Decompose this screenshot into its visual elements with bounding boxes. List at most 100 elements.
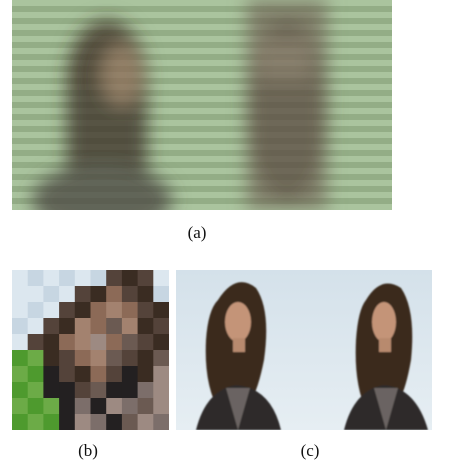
- mosaic-cell: [43, 270, 60, 287]
- mosaic-cell: [74, 366, 91, 383]
- mosaic-cell: [59, 302, 76, 319]
- mosaic-cell: [27, 302, 44, 319]
- mosaic-cell: [74, 398, 91, 415]
- mosaic-cell: [74, 334, 91, 351]
- mosaic-cell: [106, 270, 123, 287]
- mosaic-cell: [137, 286, 154, 303]
- mosaic-cell: [27, 270, 44, 287]
- mosaic-cell: [90, 302, 107, 319]
- mosaic-cell: [27, 414, 44, 430]
- mosaic-cell: [43, 366, 60, 383]
- mosaic-cell: [121, 286, 139, 303]
- mosaic-cell: [27, 286, 44, 303]
- mosaic-cell: [12, 302, 29, 319]
- mosaic-cell: [153, 286, 169, 303]
- mosaic-cell: [43, 398, 60, 415]
- image-panel-b: [12, 270, 169, 430]
- mosaic-cell: [121, 350, 139, 367]
- mosaic-cell: [12, 318, 29, 335]
- pixelated-image: [12, 270, 169, 430]
- mosaic-cell: [90, 286, 107, 303]
- mosaic-cell: [137, 366, 154, 383]
- mosaic-cell: [43, 318, 60, 335]
- mosaic-cell: [12, 286, 29, 303]
- mosaic-cell: [137, 382, 154, 399]
- mosaic-cell: [59, 382, 76, 399]
- mosaic-cell: [59, 286, 76, 303]
- mosaic-cell: [153, 382, 169, 399]
- mosaic-cell: [43, 414, 60, 430]
- mosaic-cell: [27, 350, 44, 367]
- mosaic-cell: [43, 302, 60, 319]
- mosaic-cell: [106, 318, 123, 335]
- mosaic-cell: [90, 350, 107, 367]
- mosaic-cell: [106, 414, 123, 430]
- mosaic-cell: [90, 334, 107, 351]
- mosaic-cell: [59, 318, 76, 335]
- mosaic-cell: [74, 302, 91, 319]
- mosaic-cell: [43, 350, 60, 367]
- mosaic-cell: [59, 350, 76, 367]
- mosaic-cell: [137, 270, 154, 287]
- image-panel-c: [176, 270, 432, 430]
- mosaic-cell: [74, 270, 91, 287]
- mosaic-cell: [106, 398, 123, 415]
- mosaic-cell: [12, 382, 29, 399]
- mosaic-cell: [121, 318, 139, 335]
- mosaic-cell: [153, 334, 169, 351]
- mosaic-cell: [121, 302, 139, 319]
- mosaic-cell: [74, 414, 91, 430]
- figure-right: [344, 283, 428, 430]
- mosaic-cell: [153, 350, 169, 367]
- mosaic-cell: [90, 414, 107, 430]
- mosaic-cell: [43, 334, 60, 351]
- mosaic-cell: [121, 382, 139, 399]
- mosaic-cell: [43, 286, 60, 303]
- mosaic-cell: [59, 398, 76, 415]
- mosaic-cell: [153, 414, 169, 430]
- mosaic-cell: [90, 398, 107, 415]
- mosaic-cell: [137, 318, 154, 335]
- mosaic-cell: [121, 414, 139, 430]
- mosaic-cell: [106, 350, 123, 367]
- mosaic-cell: [137, 414, 154, 430]
- rendered-figures-image: [176, 270, 432, 430]
- mosaic-cell: [121, 270, 139, 287]
- caption-a: (a): [187, 223, 207, 242]
- mosaic-cell: [74, 286, 91, 303]
- mosaic-cell: [59, 414, 76, 430]
- mosaic-cell: [90, 382, 107, 399]
- mosaic-cell: [59, 366, 76, 383]
- mosaic-cell: [106, 286, 123, 303]
- mosaic-cell: [12, 270, 29, 287]
- mosaic-cell: [106, 382, 123, 399]
- mosaic-cell: [137, 334, 154, 351]
- blurred-striped-image: [12, 0, 392, 210]
- mosaic-cell: [27, 382, 44, 399]
- mosaic-cell: [27, 366, 44, 383]
- mosaic-cell: [12, 334, 29, 351]
- mosaic-cell: [74, 350, 91, 367]
- mosaic-cell: [137, 302, 154, 319]
- figure-left: [196, 282, 281, 430]
- mosaic-cell: [27, 398, 44, 415]
- mosaic-cell: [153, 398, 169, 415]
- mosaic-cell: [106, 334, 123, 351]
- mosaic-cell: [90, 318, 107, 335]
- mosaic-cell: [27, 318, 44, 335]
- mosaic-cell: [12, 398, 29, 415]
- mosaic-cell: [106, 366, 123, 383]
- mosaic-cell: [153, 270, 169, 287]
- mosaic-cell: [90, 270, 107, 287]
- mosaic-cell: [137, 398, 154, 415]
- mosaic-cell: [27, 334, 44, 351]
- mosaic-cell: [12, 350, 29, 367]
- mosaic-cell: [137, 350, 154, 367]
- mosaic-cell: [153, 318, 169, 335]
- mosaic-cell: [74, 318, 91, 335]
- mosaic-cell: [121, 398, 139, 415]
- caption-b: (b): [78, 441, 98, 460]
- image-panel-a: [12, 0, 392, 210]
- caption-c: (c): [300, 441, 320, 460]
- mosaic-cell: [12, 366, 29, 383]
